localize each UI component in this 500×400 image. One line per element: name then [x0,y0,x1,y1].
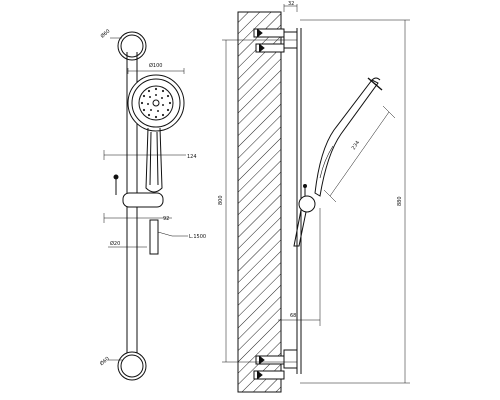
front-view-labels: Ø60 Ø100 124 92 L.1500 Ø20 Ø60 [98,28,206,368]
side-view-dimensions [222,4,410,384]
spray-nozzles [140,87,172,119]
front-view [113,31,185,381]
side-slider [293,184,316,247]
dim-rail-diameter: Ø20 [110,240,120,247]
side-view [237,11,383,393]
dim-head-diameter: Ø100 [149,62,162,69]
dim-slider: 92 [163,216,169,222]
side-shower-head [314,77,383,197]
dim-mount-top: Ø60 [99,28,111,40]
hand-shower-head [127,74,185,132]
dim-hose-offset: 124 [187,154,197,160]
side-view-labels: 32 800 234 68 880 [218,1,403,319]
dim-mount-bottom: Ø60 [98,355,110,367]
wall-section [237,11,282,393]
dim-hose-length: L.1500 [189,234,206,240]
slider-bracket [113,174,164,208]
dim-total-height: 800 [218,195,224,205]
dim-head-length: 234 [351,140,361,151]
dim-top-offset: 32 [288,1,294,7]
dim-wall-offset: 68 [290,313,296,319]
top-wall-mount [117,31,147,61]
hand-shower-handle [145,127,163,193]
bottom-wall-mount [117,351,147,381]
front-view-dimensions [103,37,188,361]
hose-connector [149,219,159,255]
dim-overall-height: 880 [397,196,403,206]
